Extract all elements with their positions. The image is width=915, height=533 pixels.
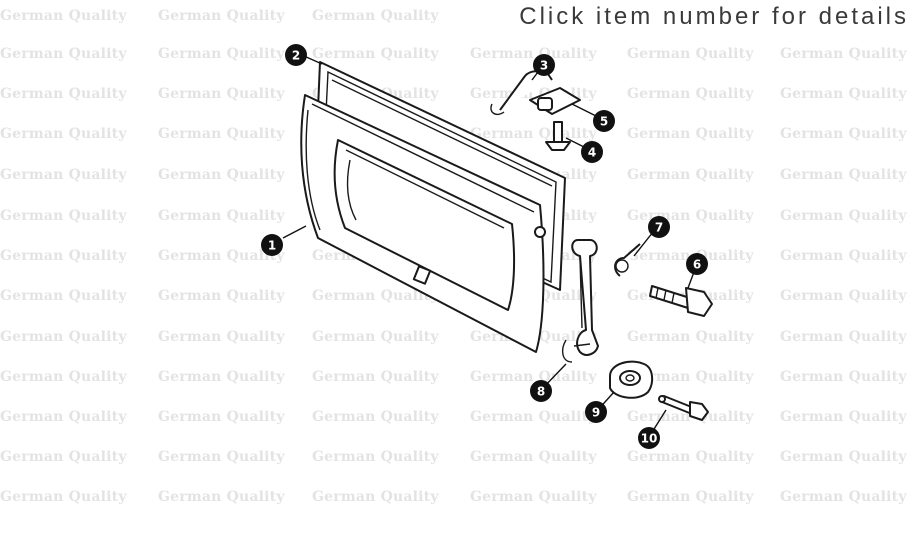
callout-1[interactable]: 1 — [261, 234, 283, 256]
callout-6-label: 6 — [693, 258, 701, 272]
countersunk-screw-part — [545, 121, 571, 151]
callout-10[interactable]: 10 — [638, 427, 660, 449]
callout-5-label: 5 — [600, 115, 608, 129]
callout-9-label: 9 — [592, 406, 600, 420]
callout-4-label: 4 — [588, 146, 596, 160]
callout-6[interactable]: 6 — [686, 253, 708, 275]
callout-2-label: 2 — [292, 49, 300, 63]
bushing-part — [609, 360, 654, 399]
callout-4[interactable]: 4 — [581, 141, 603, 163]
spring-clip-part — [614, 243, 641, 277]
callout-7[interactable]: 7 — [648, 216, 670, 238]
callout-8[interactable]: 8 — [530, 380, 552, 402]
callout-3[interactable]: 3 — [533, 54, 555, 76]
callout-5[interactable]: 5 — [593, 110, 615, 132]
pin-bolt-part — [658, 395, 709, 421]
latch-hinge-part — [529, 87, 581, 115]
callout-8-label: 8 — [537, 385, 545, 399]
callout-2[interactable]: 2 — [285, 44, 307, 66]
callout-10-label: 10 — [641, 432, 658, 446]
page-title: Click item number for details — [519, 3, 909, 30]
hex-bolt-part — [649, 285, 713, 317]
callout-9[interactable]: 9 — [585, 401, 607, 423]
support-strap-part — [561, 239, 599, 363]
callout-1-label: 1 — [268, 239, 276, 253]
callout-3-label: 3 — [540, 59, 548, 73]
callout-7-label: 7 — [655, 221, 663, 235]
door-panel-part — [300, 94, 546, 353]
